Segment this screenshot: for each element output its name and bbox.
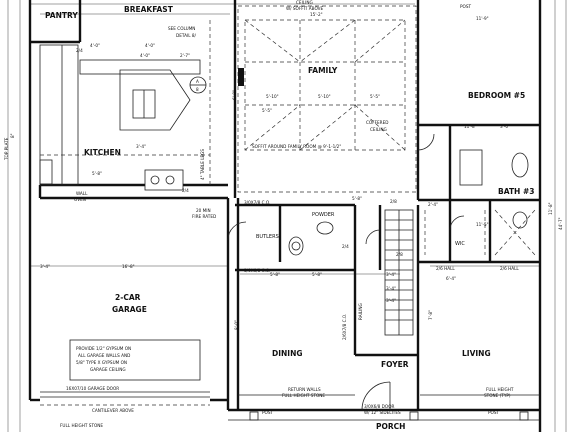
room-living: LIVING <box>462 349 491 358</box>
note-fire-rated-1: 20 MIN <box>196 208 211 213</box>
room-dining: DINING <box>272 349 303 358</box>
note-gypsum-1: PROVIDE 1/2" GYPSUM ON <box>76 346 131 351</box>
dim-label: 2/8 <box>396 252 403 257</box>
note-gypsum-2: ALL GARAGE WALLS AND <box>78 353 130 358</box>
room-garage-line2: GARAGE <box>112 305 147 314</box>
dim-label: 2/6 HALL <box>500 266 519 271</box>
dim-label: 11'-8" <box>548 202 553 215</box>
note-post-right: POST <box>488 410 499 415</box>
dim-label: 3'-4" <box>386 298 396 303</box>
dim-label: 16'-8" <box>122 264 135 269</box>
dim-label: 5'-8" <box>92 171 102 176</box>
room-labels: PANTRY BREAKFAST FAMILY BEDROOM #5 KITCH… <box>45 5 534 431</box>
note-top-plate-2: 8" <box>10 133 15 138</box>
note-wall: WALL <box>76 191 88 196</box>
dim-label: 8'-0" <box>234 320 239 330</box>
note-full-height-stone: FULL HEIGHT STONE <box>60 423 103 428</box>
note-table-legs: 4" TABLE LEGS <box>200 149 205 180</box>
dim-label: 3'-4" <box>386 286 396 291</box>
note-ceiling-top: CEILING <box>296 0 313 5</box>
door-mark: 2/4 <box>182 188 189 193</box>
interior-details <box>39 5 540 421</box>
note-oven: OVEN <box>74 197 86 202</box>
walls <box>28 0 542 432</box>
note-return-walls-1: RETURN WALLS <box>288 387 321 392</box>
plan-notes: SEE COLUMN DETAIL 8/ COFFERED CEILING SO… <box>60 0 514 428</box>
dimension-lines <box>7 0 567 432</box>
dim-label: 5'-5" <box>262 108 272 113</box>
dim-label: 4'-0" <box>90 43 100 48</box>
dim-label: 2'-4" <box>428 202 438 207</box>
note-soffit: SOFFIT AROUND FAMILY ROOM @ 9'-1-1/2" <box>252 144 341 149</box>
dim-label: 2/4 <box>76 48 83 53</box>
room-foyer: FOYER <box>381 360 409 369</box>
dim-label: 2/6 HALL <box>436 266 455 271</box>
room-butlers: BUTLERS <box>256 234 279 240</box>
detail-mark-a: A <box>196 79 199 84</box>
note-full-height-right-1: FULL HEIGHT <box>486 387 514 392</box>
note-ceiling: CEILING <box>370 127 387 132</box>
dim-label: 5'-10" <box>318 94 331 99</box>
note-garage-door: 16X07/10 GARAGE DOOR <box>66 386 119 391</box>
note-door: 3/0X6/8 DOOR <box>364 404 394 409</box>
dim-label: 5'-5" <box>370 94 380 99</box>
dim-label: 7'-8" <box>428 310 433 320</box>
dim-label: 3'-4" <box>386 272 396 277</box>
note-gypsum-4: GARAGE CEILING <box>90 367 126 372</box>
dim-label: 5'-8" <box>352 196 362 201</box>
note-post-left: POST <box>262 410 273 415</box>
room-pantry: PANTRY <box>45 11 78 20</box>
dim-label: 3'-0" <box>500 124 510 129</box>
room-bath3: BATH #3 <box>498 187 534 196</box>
room-kitchen: KITCHEN <box>84 148 121 157</box>
note-railing: RAILING <box>358 303 363 320</box>
dim-label: 5'-8" <box>270 272 280 277</box>
note-see-column-detail: DETAIL 8/ <box>176 33 197 38</box>
note-post-top: POST <box>460 4 471 9</box>
dim-label: 6'-4" <box>446 276 456 281</box>
room-wic: WIC <box>455 241 465 247</box>
dim-label: 2'-7" <box>180 53 190 58</box>
dim-label: 6'-8" <box>232 90 237 100</box>
dim-label: 5'-8" <box>312 272 322 277</box>
dim-label: 11'-5" <box>476 222 489 227</box>
dim-label: 3'-4" <box>40 264 50 269</box>
dim-label: 4'-0" <box>145 43 155 48</box>
note-soffit-top: W/ SOFFIT ABOVE <box>286 6 324 11</box>
dim-label: 2/4 <box>342 244 349 249</box>
note-gypsum-3: 5/8" TYPE X GYPSUM ON <box>76 360 127 365</box>
dim-label: 2/8 <box>390 199 397 204</box>
note-see-column: SEE COLUMN <box>168 26 195 31</box>
note-coffered: COFFERED <box>366 120 388 125</box>
room-breakfast: BREAKFAST <box>124 5 174 14</box>
note-co-vertical: 2/6X7/8 C.O. <box>342 314 347 340</box>
dim-label: 3'-4" <box>136 144 146 149</box>
note-full-height-right-2: STONE (TYP) <box>484 393 511 398</box>
note-cantilever: CANTILEVER ABOVE <box>92 408 134 413</box>
dim-label: 5'-10" <box>266 94 279 99</box>
dim-label: 15'-2" <box>310 12 323 17</box>
note-sidelites: W/ 12" SIDELITES <box>364 410 401 415</box>
stair <box>384 209 414 336</box>
room-porch: PORCH <box>376 422 405 431</box>
note-co-1: 3/0X7/8 C.O. <box>244 200 270 205</box>
note-co-2: 3/0X6/8 C.O. <box>244 268 270 273</box>
room-powder: POWDER <box>312 212 335 218</box>
dimension-labels: 4'-0" 4'-0" 2/4 4'-0" 2'-7" 15'-2" 11'-9… <box>40 12 519 303</box>
note-return-walls-2: FULL HEIGHT STONE <box>282 393 325 398</box>
room-family: FAMILY <box>308 66 338 75</box>
dim-label: 11'-9" <box>476 16 489 21</box>
note-fire-rated-2: FIRE RATED <box>192 214 216 219</box>
dim-label: 11'-8" <box>464 124 477 129</box>
room-garage-line1: 2-CAR <box>115 293 141 302</box>
room-bedroom5: BEDROOM #5 <box>468 91 525 100</box>
dim-label: 4'-0" <box>140 53 150 58</box>
note-top-plate-1: TOP PLATE <box>4 137 9 161</box>
detail-mark-b: 8 <box>196 87 199 92</box>
dim-label: 44'-7" <box>558 217 563 230</box>
